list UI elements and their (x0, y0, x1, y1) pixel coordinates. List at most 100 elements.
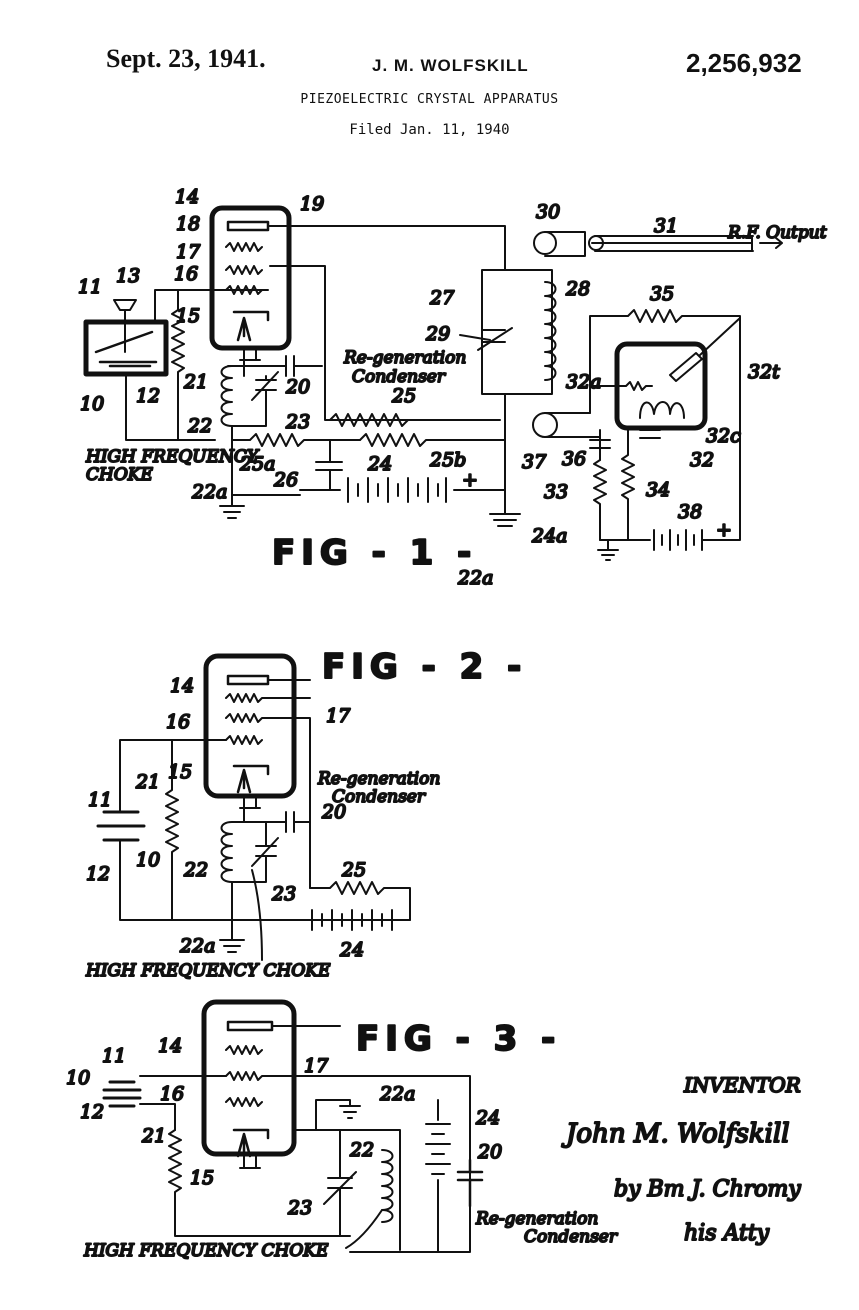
fig2-ground (219, 931, 245, 953)
inventor-signature: John M. Wolfskill (561, 1119, 790, 1149)
fig1-ref-10: 10 (80, 393, 104, 415)
fig1-plus-2: + (716, 519, 732, 541)
fig3-ref-22: 22 (349, 1139, 374, 1161)
fig1-ref-27: 27 (429, 287, 455, 309)
fig2-ref-12: 12 (86, 863, 110, 885)
fig1-ref-25: 25 (391, 385, 416, 407)
fig2-ref-21: 21 (135, 771, 160, 793)
fig1-ref-32: 32 (690, 449, 714, 471)
fig1-ref-31: 31 (654, 215, 678, 237)
fig2-ref-17: 17 (326, 705, 351, 727)
fig1-screw-13 (113, 299, 137, 353)
fig1-ref-11: 11 (78, 276, 102, 298)
fig1-battery-38 (599, 529, 709, 551)
fig1-ref-22: 22 (187, 415, 212, 437)
fig1-battery-24 (299, 477, 506, 503)
fig2-grid-16 (225, 735, 263, 745)
fig1-ref-30: 30 (536, 201, 560, 223)
attorney-suffix: his Atty (684, 1221, 770, 1246)
fig1-ref-21: 21 (183, 371, 208, 393)
fig3-regen-label-2: Condenser (524, 1227, 618, 1247)
fig1-regen-cond-20 (243, 355, 323, 377)
fig1-plate-lead (267, 225, 506, 271)
fig2-var-cap-23 (231, 821, 279, 883)
fig2-resistor-25 (309, 881, 411, 921)
fig1-ref-15: 15 (176, 305, 200, 327)
fig1-ref-12: 12 (136, 385, 160, 407)
fig1-resistor-35 (589, 309, 741, 541)
fig3-ref-23: 23 (287, 1197, 312, 1219)
fig1-crystal-ground-lead (125, 373, 216, 441)
fig1-ref-16: 16 (174, 263, 198, 285)
fig1-circuit (83, 205, 783, 561)
fig3-plate (226, 1020, 274, 1032)
fig1-coil-28 (544, 281, 557, 381)
fig1-tube (209, 205, 292, 351)
fig3-ref-17: 17 (304, 1055, 329, 1077)
fig1-cathode-15 (232, 310, 270, 342)
fig2-crystal (96, 810, 146, 842)
attorney-signature: by Bm J. Chromy (614, 1177, 801, 1202)
fig3-ref-11: 11 (102, 1045, 126, 1067)
fig1-regen-label-1: Re-generation (343, 348, 466, 368)
fig1-variable-cap-29 (477, 327, 513, 351)
fig3-ref-22a: 22a (379, 1083, 416, 1105)
fig3-regen-label-1: Re-generation (475, 1209, 598, 1229)
fig1-ref-18: 18 (176, 213, 200, 235)
fig2-resistor-21 (165, 739, 179, 921)
fig1-regen-label-2: Condenser (352, 367, 446, 387)
fig2-regen-label-1: Re-generation (317, 769, 440, 789)
fig3-ref-16: 16 (160, 1083, 184, 1105)
fig1-ref-17: 17 (176, 241, 201, 263)
fig1-coax-31 (591, 235, 783, 252)
fig3-ref-21: 21 (141, 1125, 166, 1147)
fig3-ref-14: 14 (158, 1035, 182, 1057)
fig1-ref-22a: 22a (191, 481, 228, 503)
fig1-element-32c (639, 401, 685, 419)
fig1-cap-26 (315, 439, 343, 491)
fig2-left-bus (119, 739, 411, 921)
fig3-ref-10: 10 (66, 1067, 90, 1089)
fig1-grid17-lead (269, 265, 471, 421)
fig3-leader-choke (345, 1209, 383, 1249)
fig2-grid-a (225, 693, 311, 703)
fig2-grid-17 (225, 713, 311, 889)
fig2-ref-16: 16 (166, 711, 190, 733)
fig2-ref-11: 11 (88, 789, 112, 811)
fig1-ref-23: 23 (285, 411, 310, 433)
fig3-grid-17 (225, 1071, 471, 1253)
fig3-caption: FIG - 3 - (356, 1019, 561, 1059)
fig1-ref-38: 38 (678, 501, 702, 523)
fig1-ref-24: 24 (367, 453, 392, 475)
fig3-ground-22a (315, 1099, 361, 1131)
fig1-ref-36: 36 (562, 448, 586, 470)
fig2-ref-22a: 22a (179, 935, 216, 957)
fig1-caption: FIG - 1 - (272, 533, 477, 573)
fig1-ref-14: 14 (175, 186, 199, 208)
fig1-tank-27 (481, 269, 553, 395)
fig1-resistor-33 (593, 459, 607, 541)
fig1-choke-label-1: HIGH FREQUENCY (85, 447, 260, 467)
fig1-ground-22a (219, 494, 245, 519)
fig3-regen-cond-20 (456, 1158, 484, 1208)
fig3-resistor-21 (168, 1129, 351, 1237)
fig3-cathode-bus (293, 1129, 401, 1251)
fig1-rf-output: R.F. Output (727, 223, 827, 243)
inventor-header: J. M. WOLFSKILL (372, 56, 529, 75)
fig2-leader-choke (251, 869, 263, 961)
fig1-ref-25a: 25a (239, 453, 276, 475)
patent-number: 2,256,932 (686, 48, 802, 78)
fig1-ref-24a: 24a (531, 525, 568, 547)
fig1-loop-30 (533, 231, 557, 255)
fig2-choke-22 (220, 821, 233, 883)
fig2-ref-24: 24 (339, 939, 364, 961)
fig3-crystal (102, 1080, 142, 1108)
fig2-ref-10: 10 (136, 849, 160, 871)
fig1-resistor-21 (171, 289, 185, 441)
fig1-ref-32a: 32a (566, 371, 602, 393)
fig2-plate (226, 674, 270, 686)
fig1-cap-36 (589, 429, 611, 461)
fig1-ref-34: 34 (646, 479, 670, 501)
